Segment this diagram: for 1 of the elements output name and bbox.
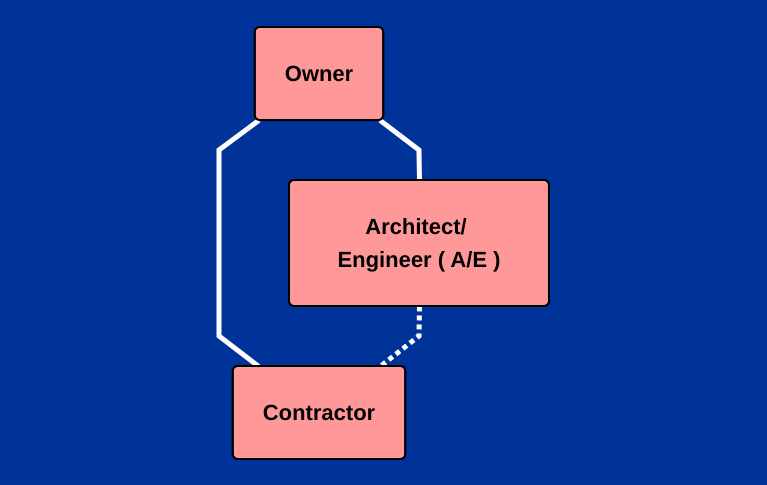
connector bbox=[378, 118, 422, 180]
